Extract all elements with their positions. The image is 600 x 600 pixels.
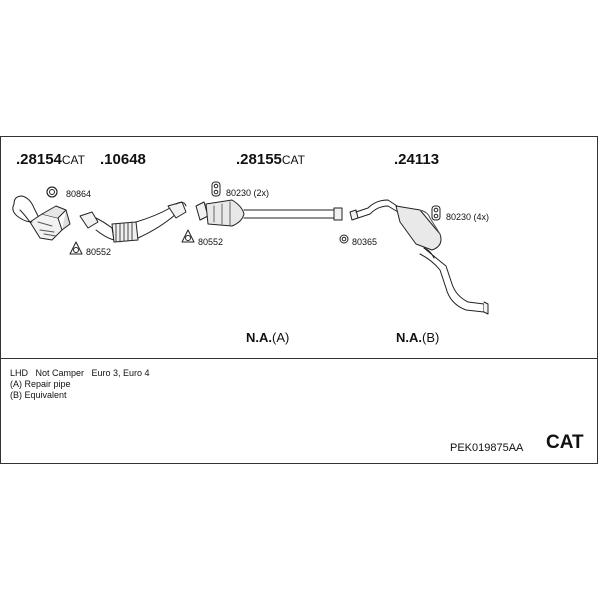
na-ref: (B) [422,330,440,345]
part-number-suffix: CAT [61,153,85,167]
part-number-text: .28154 [16,151,62,168]
kit-number: PEK019875AA [450,442,524,454]
gasket-80552-icon [69,241,83,255]
clamp-80230-2x-label: 80230 (2x) [226,188,270,198]
notes-line-2: (A) Repair pipe [10,379,71,389]
notes-line-1: LHD Not Camper Euro 3, Euro 4 [10,368,150,378]
na-label-a: N.A.(A) [246,331,289,345]
clamp-icon [339,234,349,244]
part-number-24113[interactable]: .24113 [394,152,439,168]
part-number-text: .10648 [100,151,146,168]
na-text: N.A. [396,330,422,345]
flex-pipe-10648-drawing[interactable] [79,201,187,243]
catalytic-converter-28155-drawing[interactable] [195,199,343,227]
na-ref: (A) [272,330,290,345]
na-text: N.A. [246,330,272,345]
gasket-80552-icon [181,229,195,243]
gasket-80864-label: 80864 [66,189,92,199]
gasket-80552-label-b: 80552 [198,237,224,247]
notes-block: LHD Not Camper Euro 3, Euro 4 (A) Repair… [10,368,150,401]
cat-label: CAT [546,432,584,453]
clamp-80230-4x-label: 80230 (4x) [446,212,490,222]
catalytic-converter-28154-drawing[interactable] [12,186,71,241]
clamp-icon [211,181,221,197]
clamp-80365-label: 80365 [352,237,378,247]
part-number-28154[interactable]: .28154CAT [16,152,85,168]
diagram-frame [0,136,598,464]
gasket-80552-label-a: 80552 [86,247,112,257]
diagram-divider [0,358,598,359]
part-number-28155[interactable]: .28155CAT [236,152,305,168]
clamp-icon [431,205,441,221]
gasket-80864-icon [46,186,58,198]
part-number-suffix: CAT [281,153,305,167]
na-label-b: N.A.(B) [396,331,439,345]
part-number-10648[interactable]: .10648 [100,152,146,168]
notes-line-3: (B) Equivalent [10,390,67,400]
part-number-text: .24113 [394,151,440,168]
part-number-text: .28155 [236,151,282,168]
rear-silencer-24113-drawing[interactable] [349,199,489,315]
